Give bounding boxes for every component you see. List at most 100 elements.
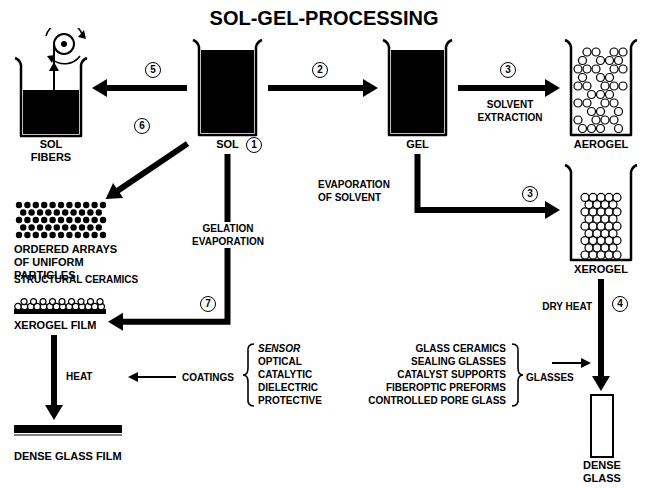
particle — [96, 209, 102, 215]
particle — [24, 217, 30, 223]
vessel-label: DENSE GLASS FILM — [14, 450, 122, 463]
arrow-head — [78, 30, 86, 39]
particle — [588, 125, 596, 133]
group-label: COATINGS — [182, 371, 234, 384]
particle — [78, 299, 84, 305]
process-vessel: XEROGEL — [562, 163, 640, 276]
particle — [619, 82, 627, 90]
vessel-label: DENSE GLASS — [566, 459, 638, 485]
particle — [87, 209, 93, 215]
particle — [49, 217, 55, 223]
list-item: CATALYTIC — [258, 368, 312, 381]
callout-number: 5 — [145, 62, 161, 78]
particle — [581, 193, 589, 201]
particle — [28, 224, 34, 230]
particle — [41, 217, 47, 223]
particle — [21, 299, 27, 305]
callout-number: 3 — [500, 62, 516, 78]
particle — [45, 224, 51, 230]
callout-number: 7 — [200, 296, 216, 312]
particle — [588, 91, 596, 99]
particle — [54, 224, 60, 230]
process-vessel: XEROGEL FILM — [14, 298, 106, 332]
particle — [615, 125, 623, 133]
arrow-head — [45, 405, 63, 420]
gel-body — [391, 50, 444, 133]
substrate — [14, 435, 122, 436]
particle — [79, 209, 85, 215]
vessel-label: XEROGEL FILM — [14, 319, 106, 332]
beaker-outline — [383, 40, 452, 135]
arrow-head — [363, 79, 378, 97]
particle — [33, 232, 39, 238]
particle — [583, 99, 591, 107]
particle — [54, 209, 60, 215]
arrow-head — [92, 79, 107, 97]
particle — [597, 108, 605, 116]
particle — [579, 57, 587, 65]
particle — [91, 217, 97, 223]
bracket — [243, 344, 254, 406]
particle — [597, 74, 605, 82]
particle — [601, 116, 609, 124]
particle — [70, 209, 76, 215]
process-arrow — [268, 79, 378, 97]
particle — [579, 125, 587, 133]
beaker-outline — [193, 40, 262, 135]
particle — [70, 224, 76, 230]
particle — [619, 65, 627, 73]
particle — [592, 116, 600, 124]
particle — [91, 202, 97, 208]
particle — [24, 232, 30, 238]
arrow-head — [581, 358, 591, 368]
particle — [37, 209, 43, 215]
particle — [66, 217, 72, 223]
spool-hub — [61, 41, 67, 47]
particle — [58, 202, 64, 208]
vessel-label: AEROGEL — [562, 138, 640, 151]
particle — [66, 202, 72, 208]
vessel-label: XEROGEL — [562, 263, 640, 276]
particle — [79, 224, 85, 230]
step-label: HEAT — [66, 370, 106, 383]
particle — [606, 91, 614, 99]
rotation-arrow — [52, 56, 80, 64]
bracket — [512, 344, 523, 406]
vessel-illustration — [14, 200, 110, 240]
callout-number: 6 — [134, 118, 150, 134]
particle — [583, 65, 591, 73]
particle — [37, 224, 43, 230]
vessel-illustration — [14, 422, 122, 436]
list-item: CATALYST SUPPORTS — [366, 368, 506, 381]
arrow-head — [545, 79, 560, 97]
particle — [62, 224, 68, 230]
particle — [58, 232, 64, 238]
step-label: EVAPORATION OF SOLVENT — [318, 178, 406, 204]
particle — [88, 299, 94, 305]
particle — [41, 202, 47, 208]
spool — [54, 34, 74, 54]
vessel-illustration — [12, 28, 90, 138]
list-item: SEALING GLASSES — [366, 355, 506, 368]
list-item: DIELECTRIC — [258, 381, 318, 394]
substrate — [14, 309, 106, 314]
particle — [574, 116, 582, 124]
particle — [589, 193, 597, 201]
process-arrow — [106, 144, 188, 199]
list-item: PROTECTIVE — [258, 394, 322, 407]
beaker-outline — [565, 165, 637, 260]
list-item: CONTROLLED PORE GLASS — [366, 394, 506, 407]
process-vessel: SOL FIBERS — [12, 28, 90, 164]
arrow-shaft — [458, 85, 546, 91]
arrow-shaft — [51, 335, 57, 406]
particle — [613, 193, 621, 201]
particle — [41, 232, 47, 238]
particle — [33, 217, 39, 223]
particle — [610, 99, 618, 107]
arrow-shaft — [268, 85, 364, 91]
particle — [33, 202, 39, 208]
particle — [583, 82, 591, 90]
particle — [96, 224, 102, 230]
particle — [100, 202, 106, 208]
